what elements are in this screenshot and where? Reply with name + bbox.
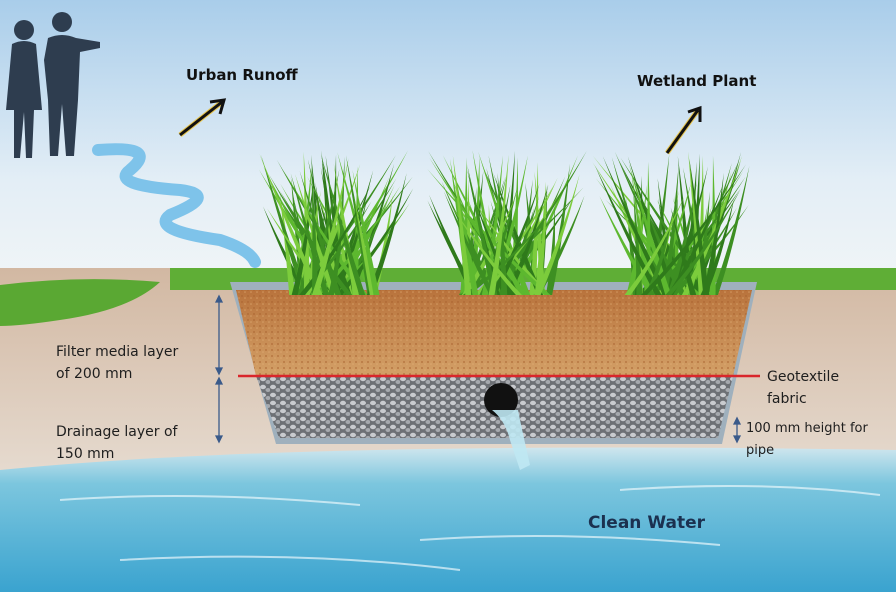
filter-media-line1: Filter media layer [56,344,179,360]
pipe-water-flow [492,410,530,470]
filter-media-texture [236,290,752,376]
wetland-plants [258,150,750,295]
grass-clump [258,150,414,295]
drainage-line2: 150 mm [56,446,115,462]
sky [0,0,896,300]
grass-clump [427,150,587,295]
pipe-outlet [484,383,518,417]
left-grass-hill [0,279,160,326]
pipe-height-line1: 100 mm height for [746,421,868,436]
pipe-height-label: 100 mm height for pipe [746,418,868,462]
grass-clump [592,151,750,295]
geotextile-label: Geotextile fabric [767,366,839,410]
geotextile-line1: Geotextile [767,369,840,385]
pipe-height-line2: pipe [746,443,775,458]
drainage-line1: Drainage layer of [56,424,178,440]
people-silhouettes [6,12,100,158]
arrows [178,98,702,155]
urban-runoff-stream [92,143,261,268]
geotextile-line2: fabric [767,391,807,407]
water-ripples [59,485,881,571]
drainage-label: Drainage layer of 150 mm [56,421,177,465]
urban-runoff-label: Urban Runoff [186,66,298,84]
clean-water-label: Clean Water [588,513,705,533]
filter-media-label: Filter media layer of 200 mm [56,341,178,385]
wetland-plant-label: Wetland Plant [637,72,757,90]
filter-media-line2: of 200 mm [56,366,133,382]
water [0,447,896,592]
dimension-arrows [214,294,742,444]
